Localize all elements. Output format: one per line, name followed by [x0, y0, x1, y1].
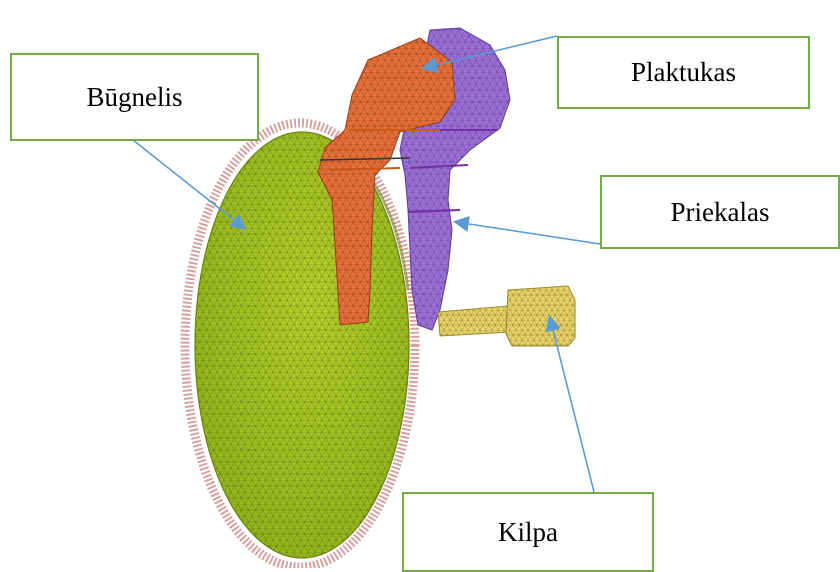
arrow-kilpa [550, 318, 594, 492]
callout-plaktukas: Plaktukas [557, 36, 810, 109]
eardrum-mesh [185, 123, 415, 567]
callout-priekalas: Priekalas [600, 175, 840, 249]
callout-bugnelis: Būgnelis [10, 53, 259, 141]
callout-kilpa: Kilpa [402, 492, 654, 572]
label-plaktukas: Plaktukas [631, 57, 736, 88]
label-bugnelis: Būgnelis [86, 82, 182, 113]
arrow-priekalas [456, 222, 600, 244]
label-kilpa: Kilpa [498, 517, 558, 548]
label-priekalas: Priekalas [671, 197, 770, 228]
